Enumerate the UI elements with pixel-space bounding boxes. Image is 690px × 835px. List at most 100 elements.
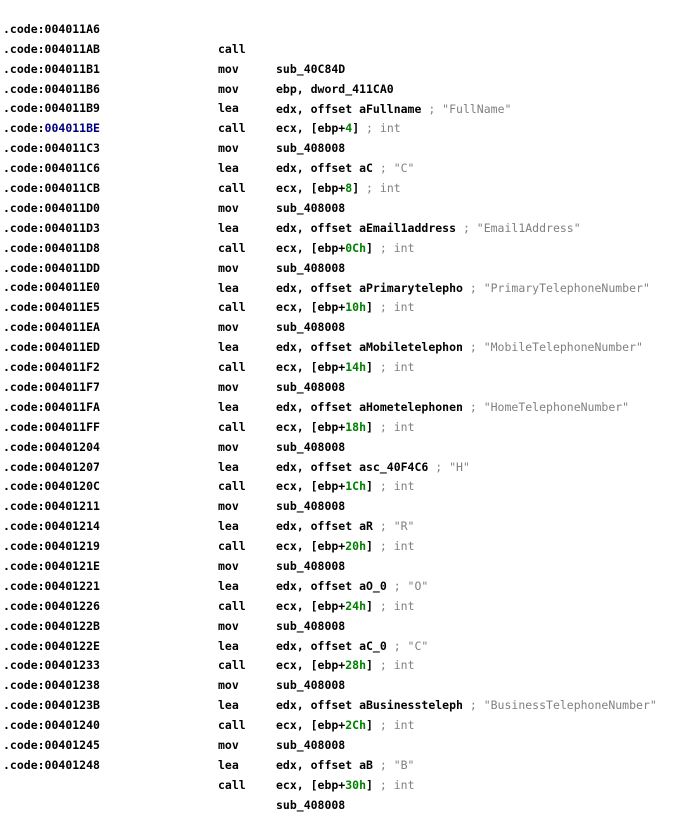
code-line[interactable]: .code:004011B6 lea ecx, [ebp+4] ; int (0, 60, 690, 136)
instruction-operands[interactable]: edx, offset aC ; "C" (276, 159, 414, 179)
instruction-operands[interactable]: edx, offset aHometelephonen ; "HomeTelep… (276, 398, 629, 418)
code-line[interactable]: .code:004011F7 lea ecx, [ebp+18h] ; int (0, 358, 690, 434)
code-line[interactable]: .code:004011BE mov edx, offset aC ; "C" (0, 99, 690, 175)
instruction-mnemonic[interactable]: mov (218, 141, 239, 156)
line-address[interactable]: .code:004011D3 (3, 219, 100, 239)
code-line[interactable]: .code:004011CB mov edx, offset aEmail1ad… (0, 159, 690, 235)
line-address[interactable]: .code:004011D8 (3, 239, 100, 259)
instruction-operands[interactable]: edx, offset aB ; "B" (276, 756, 414, 776)
code-line[interactable]: .code:004011A6 call sub_40C84D (0, 0, 690, 76)
line-address[interactable]: .code:004011FF (3, 418, 100, 438)
instruction-mnemonic[interactable]: mov (218, 260, 239, 275)
line-address[interactable]: .code:004011FA (3, 398, 100, 418)
instruction-mnemonic[interactable]: call (218, 181, 246, 196)
code-line[interactable]: .code:00401214 call sub_408008 (0, 497, 690, 573)
line-address[interactable]: .code:00401207 (3, 458, 100, 478)
code-line[interactable]: .code:00401248 call sub_408008 (0, 736, 690, 812)
line-address[interactable]: .code:004011ED (3, 338, 100, 358)
instruction-operands[interactable]: sub_408008 (276, 199, 345, 219)
instruction-mnemonic[interactable]: call (218, 777, 246, 792)
instruction-operands[interactable]: edx, offset aEmail1address ; "Email1Addr… (276, 219, 581, 239)
code-line[interactable]: .code:0040121E lea ecx, [ebp+24h] ; int (0, 537, 690, 613)
instruction-mnemonic[interactable]: lea (218, 220, 239, 235)
line-address[interactable]: .code:004011F2 (3, 358, 100, 378)
instruction-operands[interactable]: ecx, [ebp+8] ; int (276, 179, 401, 199)
code-line[interactable]: .code:004011D3 call sub_408008 (0, 199, 690, 275)
line-address[interactable]: .code:004011BE (3, 119, 100, 139)
line-address[interactable]: .code:00401248 (3, 756, 100, 776)
line-address[interactable]: .code:004011DD (3, 259, 100, 279)
instruction-operands[interactable]: edx, offset aPrimarytelepho ; "PrimaryTe… (276, 279, 650, 299)
instruction-operands[interactable]: ebp, dword_411CA0 (276, 80, 394, 100)
code-line[interactable]: .code:004011ED call sub_408008 (0, 318, 690, 394)
instruction-operands[interactable]: sub_408008 (276, 259, 345, 279)
code-line[interactable]: .code:00401211 lea ecx, [ebp+20h] ; int (0, 477, 690, 553)
code-line[interactable]: .code:00401240 mov edx, offset aB ; "B" (0, 696, 690, 772)
code-line[interactable]: .code:004011FF mov edx, offset asc_40F4C… (0, 398, 690, 474)
code-line[interactable]: .code:004011B9 call sub_408008 (0, 80, 690, 155)
code-line[interactable]: .code:00401219 mov edx, offset aO_0 ; "O… (0, 517, 690, 593)
instruction-operands[interactable]: ecx, [ebp+10h] ; int (276, 298, 415, 318)
instruction-mnemonic[interactable]: mov (218, 81, 239, 96)
line-address[interactable]: .code:004011AB (3, 40, 100, 60)
code-line[interactable]: .code:004011E5 mov edx, offset aMobilete… (0, 278, 690, 354)
code-line[interactable]: .code:00401221 call sub_408008 (0, 557, 690, 633)
instruction-mnemonic[interactable]: lea (218, 280, 239, 295)
code-line[interactable]: .code:00401226 mov edx, offset aC_0 ; "C… (0, 577, 690, 653)
instruction-mnemonic[interactable]: mov (218, 439, 239, 454)
line-address[interactable]: .code:004011B6 (3, 80, 100, 100)
instruction-operands[interactable]: ecx, [ebp+1Ch] ; int (276, 477, 415, 497)
instruction-mnemonic[interactable]: lea (218, 101, 239, 116)
code-line[interactable]: .code:00401245 lea ecx, [ebp+30h] ; int (0, 716, 690, 792)
line-address[interactable]: .code:004011B1 (3, 60, 100, 80)
instruction-mnemonic[interactable]: call (218, 41, 246, 56)
code-line[interactable]: .code:004011AB mov ebp, dword_411CA0 (0, 20, 690, 96)
code-line[interactable]: .code:004011D8 mov edx, offset aPrimaryt… (0, 219, 690, 295)
instruction-operands[interactable]: sub_40C84D (276, 60, 345, 80)
instruction-mnemonic[interactable]: lea (218, 757, 239, 772)
instruction-mnemonic[interactable]: lea (218, 459, 239, 474)
code-line[interactable]: .code:004011E0 call sub_408008 (0, 259, 690, 334)
code-line[interactable]: .code:00401204 lea ecx, [ebp+1Ch] ; int (0, 418, 690, 494)
line-address[interactable]: .code:004011A6 (3, 20, 100, 40)
instruction-mnemonic[interactable]: call (218, 419, 246, 434)
instruction-mnemonic[interactable]: lea (218, 399, 239, 414)
line-address[interactable]: .code:0040120C (3, 477, 100, 497)
code-line[interactable]: .code:00401233 mov edx, offset aBusiness… (0, 637, 690, 712)
instruction-mnemonic[interactable]: mov (218, 379, 239, 394)
line-address[interactable]: .code:004011C6 (3, 159, 100, 179)
instruction-mnemonic[interactable]: call (218, 240, 246, 255)
instruction-operands[interactable]: sub_408008 (276, 796, 345, 816)
instruction-operands[interactable]: ecx, [ebp+4] ; int (276, 119, 401, 139)
instruction-operands[interactable]: ecx, [ebp+14h] ; int (276, 358, 415, 378)
code-line[interactable]: .code:004011FA call sub_408008 (0, 378, 690, 454)
instruction-operands[interactable]: sub_408008 (276, 139, 345, 159)
instruction-operands[interactable]: sub_408008 (276, 378, 345, 398)
instruction-mnemonic[interactable]: mov (218, 61, 239, 76)
line-address[interactable]: .code:004011CB (3, 179, 100, 199)
code-line[interactable]: .code:004011D0 lea ecx, [ebp+0Ch] ; int (0, 179, 690, 255)
instruction-mnemonic[interactable]: mov (218, 320, 239, 335)
line-address[interactable]: .code:004011EA (3, 318, 100, 338)
code-line[interactable]: .code:0040122E call sub_408008 (0, 617, 690, 693)
code-line[interactable]: .code:004011EA lea ecx, [ebp+14h] ; int (0, 298, 690, 374)
instruction-operands[interactable]: edx, offset aFullname ; "FullName" (276, 100, 511, 120)
code-line[interactable]: .code:004011C6 call sub_408008 (0, 139, 690, 215)
code-line[interactable]: .code:004011B1 mov edx, offset aFullname… (0, 40, 690, 116)
code-line[interactable]: .code:004011C3 lea ecx, [ebp+8] ; int (0, 119, 690, 195)
line-address[interactable]: .code:004011C3 (3, 139, 100, 159)
code-line[interactable]: .code:00401207 call sub_408008 (0, 438, 690, 514)
line-address[interactable]: .code:00401204 (3, 438, 100, 458)
code-line[interactable]: .code:004011DD lea ecx, [ebp+10h] ; int (0, 239, 690, 315)
line-address[interactable]: .code:004011D0 (3, 199, 100, 219)
instruction-mnemonic[interactable]: mov (218, 200, 239, 215)
instruction-mnemonic[interactable]: call (218, 300, 246, 315)
instruction-operands[interactable]: ecx, [ebp+0Ch] ; int (276, 239, 415, 259)
instruction-mnemonic[interactable]: call (218, 360, 246, 375)
code-line[interactable]: .code:004011F2 mov edx, offset aHometele… (0, 338, 690, 414)
line-address[interactable]: .code:004011E5 (3, 298, 100, 318)
line-address[interactable]: .code:004011B9 (3, 99, 100, 119)
disassembly-listing[interactable]: .code:004011A6 call sub_40C84D .code:004… (0, 0, 690, 812)
instruction-operands[interactable]: edx, offset aMobiletelephon ; "MobileTel… (276, 338, 643, 358)
instruction-operands[interactable]: ecx, [ebp+18h] ; int (276, 418, 415, 438)
